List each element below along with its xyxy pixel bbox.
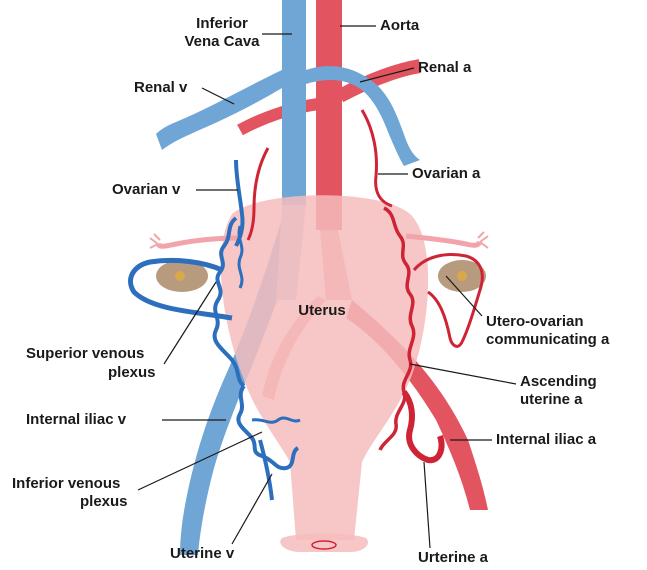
label-internal-iliac-v: Internal iliac v	[26, 411, 127, 428]
uterus-organ	[221, 195, 428, 552]
label-ovarian-v: Ovarian v	[112, 181, 181, 198]
label-aorta: Aorta	[380, 17, 420, 34]
label-uterine-v: Uterine v	[170, 545, 235, 562]
label-ivc-line2: Vena Cava	[184, 33, 260, 50]
label-inferior-plexus-line1: Inferior venous	[12, 475, 120, 492]
left-renal-artery	[240, 104, 318, 130]
ivc-vessel	[282, 0, 306, 205]
label-ascending-line1: Ascending	[520, 373, 597, 390]
right-ovary-follicle	[457, 271, 467, 281]
leader-superior-plexus	[164, 282, 216, 364]
label-uterine-a: Urterine a	[418, 549, 489, 566]
label-superior-plexus-line1: Superior venous	[26, 345, 144, 362]
label-utero-ovarian-line1: Utero-ovarian	[486, 313, 584, 330]
label-superior-plexus-line2: plexus	[108, 364, 156, 381]
label-uterus: Uterus	[298, 302, 346, 319]
label-renal-v: Renal v	[134, 79, 188, 96]
label-ascending-line2: uterine a	[520, 391, 583, 408]
uterus-body	[221, 195, 428, 540]
label-ovarian-a: Ovarian a	[412, 165, 481, 182]
left-ovary-follicle	[175, 271, 185, 281]
leader-renal-v	[202, 88, 234, 104]
label-inferior-plexus-line2: plexus	[80, 493, 128, 510]
label-internal-iliac-a: Internal iliac a	[496, 431, 597, 448]
leader-uterine-v	[232, 474, 272, 544]
label-utero-ovarian-line2: communicating a	[486, 331, 610, 348]
label-ivc-line1: Inferior	[196, 15, 248, 32]
label-renal-a: Renal a	[418, 59, 472, 76]
leader-uterine-a	[424, 462, 430, 548]
